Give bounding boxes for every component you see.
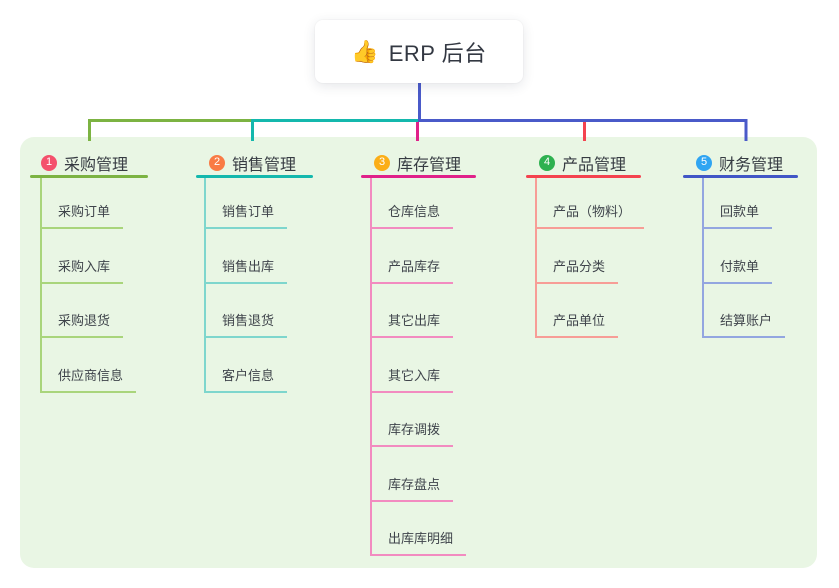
child-item[interactable]: 采购订单: [42, 178, 124, 229]
branch-number-badge: 4: [539, 154, 555, 171]
child-item[interactable]: 其它入库: [372, 338, 454, 393]
child-item-label: 产品单位: [553, 313, 606, 328]
child-item[interactable]: 付款单: [704, 229, 773, 284]
child-item-label: 回款单: [720, 204, 760, 219]
child-item-label: 销售退货: [222, 313, 275, 328]
branch-header[interactable]: 1 采购管理: [30, 150, 148, 175]
child-item-label: 其它入库: [388, 367, 441, 383]
child-item-label: 产品库存: [388, 258, 441, 274]
child-item-label: 付款单: [720, 258, 760, 274]
branch-underline: [361, 175, 476, 178]
child-item-label: 结算账户: [720, 313, 773, 328]
child-item[interactable]: 库存盘点: [372, 447, 454, 502]
branch-children: 回款单付款单结算账户: [702, 178, 786, 338]
thumbs-up-icon: 👍: [351, 38, 379, 64]
branch-underline: [30, 175, 148, 178]
child-item[interactable]: 产品（物料）: [537, 178, 645, 229]
child-item-label: 产品分类: [553, 258, 606, 274]
branch-label: 财务管理: [719, 156, 784, 174]
child-item[interactable]: 结算账户: [704, 284, 786, 338]
child-item[interactable]: 其它出库: [372, 284, 454, 338]
branch-header[interactable]: 5 财务管理: [683, 150, 798, 175]
branch-header[interactable]: 4 产品管理: [526, 150, 641, 175]
child-item-label: 其它出库: [388, 313, 441, 328]
child-item-label: 销售出库: [222, 258, 275, 274]
branch-product: 4 产品管理 产品（物料） 产品分类产品单位: [526, 150, 645, 338]
branch-children: 销售订单销售出库销售退货客户信息: [204, 178, 288, 393]
branch-children: 产品（物料） 产品分类产品单位: [535, 178, 645, 338]
branches-background-panel: [20, 137, 817, 568]
branch-children: 仓库信息产品库存其它出库其它入库库存调拨库存盘点出库库明细: [370, 178, 467, 556]
child-item[interactable]: 出库库明细: [372, 502, 467, 556]
child-item-label: 库存盘点: [388, 476, 441, 492]
child-item[interactable]: 产品单位: [537, 284, 619, 338]
branch-finance: 5 财务管理 回款单付款单结算账户: [683, 150, 798, 338]
child-item-label: 采购退货: [58, 313, 111, 328]
child-item-label: 供应商信息: [58, 367, 124, 383]
branch-label: 采购管理: [64, 156, 129, 174]
child-item[interactable]: 供应商信息: [42, 338, 137, 393]
child-item[interactable]: 销售订单: [206, 178, 288, 229]
child-item[interactable]: 回款单: [704, 178, 773, 229]
branch-label: 库存管理: [397, 156, 462, 174]
child-item[interactable]: 销售出库: [206, 229, 288, 284]
child-item-label: 采购入库: [58, 258, 111, 274]
branch-underline: [526, 175, 641, 178]
branch-underline: [683, 175, 798, 178]
branch-children: 采购订单采购入库采购退货供应商信息: [40, 178, 137, 393]
branch-header[interactable]: 2 销售管理: [196, 150, 313, 175]
branch-label: 销售管理: [232, 156, 297, 174]
branch-header[interactable]: 3 库存管理: [361, 150, 476, 175]
child-item[interactable]: 采购入库: [42, 229, 124, 284]
child-item-label: 出库库明细: [388, 531, 454, 546]
branch-number-badge: 3: [374, 154, 390, 171]
child-item[interactable]: 销售退货: [206, 284, 288, 338]
child-item[interactable]: 采购退货: [42, 284, 124, 338]
branch-inventory: 3 库存管理 仓库信息产品库存其它出库其它入库库存调拨库存盘点出库库明细: [361, 150, 476, 556]
child-item[interactable]: 产品分类: [537, 229, 619, 284]
connector-root-branch-5: [418, 83, 748, 141]
child-item-label: 库存调拨: [388, 422, 441, 437]
branch-underline: [196, 175, 313, 178]
branch-sales: 2 销售管理 销售订单销售出库销售退货客户信息: [196, 150, 313, 393]
branch-number-badge: 2: [209, 154, 225, 171]
root-title: ERP 后台: [388, 40, 487, 66]
child-item-label: 仓库信息: [388, 204, 441, 219]
child-item[interactable]: 产品库存: [372, 229, 454, 284]
child-item-label: 产品（物料）: [553, 204, 632, 219]
branch-number-badge: 1: [41, 154, 57, 171]
root-node[interactable]: 👍 ERP 后台: [315, 20, 523, 83]
child-item[interactable]: 库存调拨: [372, 393, 454, 447]
branch-label: 产品管理: [562, 156, 627, 174]
child-item-label: 采购订单: [58, 204, 111, 219]
child-item-label: 客户信息: [222, 367, 275, 383]
branch-procurement: 1 采购管理 采购订单采购入库采购退货供应商信息: [30, 150, 148, 393]
child-item[interactable]: 仓库信息: [372, 178, 454, 229]
branch-number-badge: 5: [696, 154, 712, 171]
child-item-label: 销售订单: [222, 204, 275, 219]
child-item[interactable]: 客户信息: [206, 338, 288, 393]
